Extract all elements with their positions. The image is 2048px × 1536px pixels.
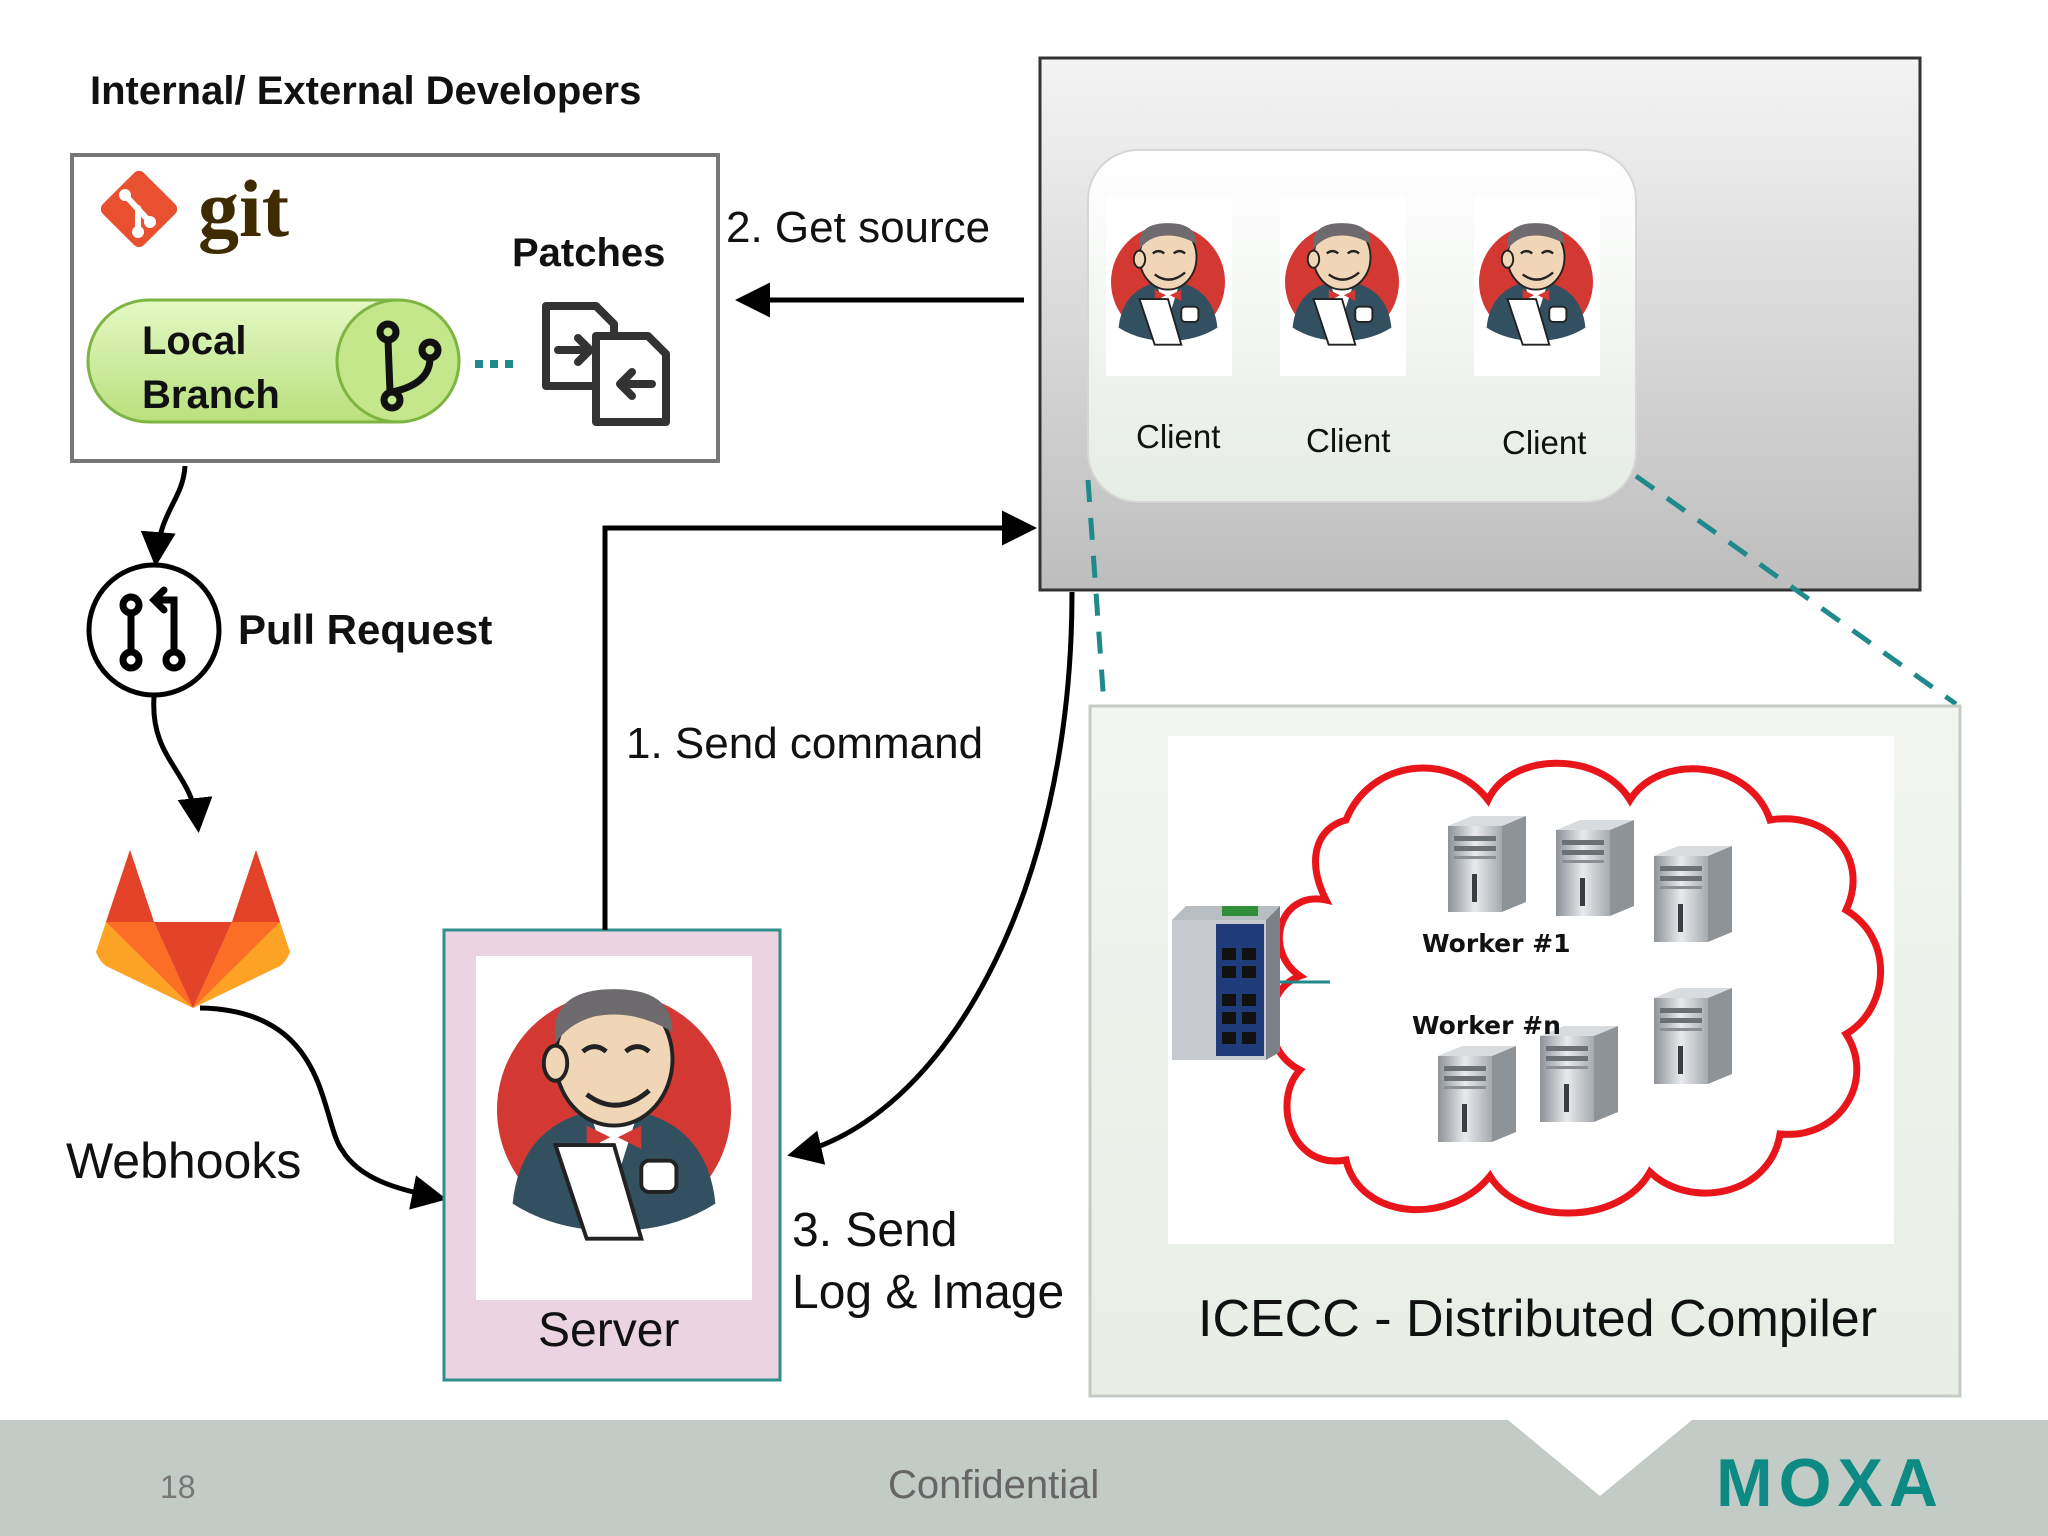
- server-label: Server: [538, 1304, 679, 1357]
- local-branch-pill: Local Branch: [86, 298, 461, 424]
- worker-first-label: Worker #1: [1422, 929, 1570, 958]
- developers-group: Internal/ External Developers git Patche…: [70, 69, 720, 463]
- worker-n-label: Worker #n: [1412, 1011, 1561, 1040]
- git-wordmark: git: [198, 163, 289, 254]
- arrow-branch-to-pr: [140, 465, 188, 567]
- network-switch-icon: [1172, 906, 1330, 1060]
- worker-pc-icon-6: [1654, 988, 1732, 1084]
- send-log-line1: 3. Send: [792, 1204, 957, 1257]
- jenkins-client-icon-3: [1474, 196, 1600, 376]
- jenkins-client-icon-2: [1280, 196, 1406, 376]
- worker-pc-icon-2: [1556, 820, 1634, 916]
- patches-label: Patches: [512, 231, 665, 275]
- branch-icon: [376, 320, 442, 412]
- webhooks-label: Webhooks: [66, 1133, 301, 1189]
- client-label-3: Client: [1502, 424, 1586, 461]
- send-command-label: 1. Send command: [626, 719, 983, 768]
- local-branch-line1: Local: [142, 319, 246, 363]
- pull-request-label: Pull Request: [238, 606, 492, 653]
- git-logo-icon: [100, 170, 178, 248]
- developers-title: Internal/ External Developers: [90, 69, 641, 113]
- clients-group: Client Client Client: [1038, 56, 1922, 592]
- icecc-label: ICECC - Distributed Compiler: [1198, 1290, 1877, 1348]
- jenkins-client-icon-1: [1106, 196, 1232, 376]
- gitlab-logo-icon: [96, 850, 290, 1008]
- footer: 18 Confidential MOXA: [0, 1420, 2048, 1536]
- get-source-label: 2. Get source: [726, 203, 990, 252]
- pull-request-group: Pull Request Webhooks: [66, 465, 492, 1210]
- client-label-2: Client: [1306, 422, 1390, 459]
- server-box: Server: [442, 928, 782, 1382]
- arrow-pr-to-gitlab: [151, 696, 213, 833]
- arrow-send-command: [602, 510, 1037, 930]
- worker-pc-icon-1: [1448, 816, 1526, 912]
- flow-arrows: 2. Get source 1. Send command 3. Send Lo…: [602, 203, 1075, 1319]
- jenkins-server-icon: [497, 989, 731, 1239]
- worker-pc-icon-3: [1654, 846, 1732, 942]
- patches-icon: [542, 302, 670, 426]
- teal-dots-connector: [475, 360, 513, 368]
- arrow-send-log: [787, 591, 1075, 1165]
- icecc-panel: Worker #1 Worker #n ICECC - Distributed …: [1088, 704, 1962, 1398]
- moxa-logo: MOXA: [1716, 1445, 1944, 1521]
- client-label-1: Client: [1136, 418, 1220, 455]
- local-branch-line2: Branch: [142, 373, 280, 417]
- send-log-line2: Log & Image: [792, 1266, 1064, 1319]
- confidential-label: Confidential: [888, 1463, 1099, 1507]
- worker-pc-icon-5: [1540, 1026, 1618, 1122]
- worker-pc-icon-4: [1438, 1046, 1516, 1142]
- page-number: 18: [160, 1469, 196, 1505]
- pull-request-icon: [86, 562, 222, 698]
- zoom-dashed-lines: [1085, 473, 1958, 707]
- arrow-gitlab-to-server: [199, 1005, 447, 1210]
